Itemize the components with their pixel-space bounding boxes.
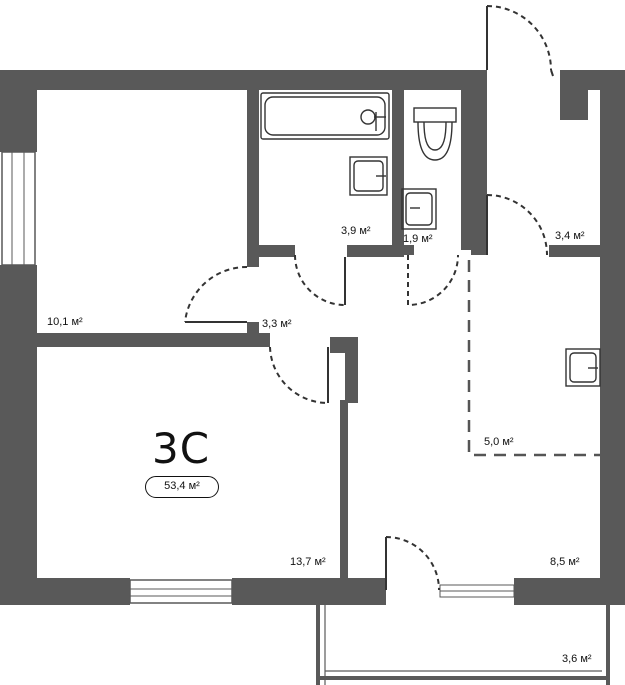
toilet-sink-icon <box>401 188 437 230</box>
room-label-room-1: 10,1 м² <box>47 316 83 328</box>
wall-bottom-mid <box>232 578 384 605</box>
door-room1-arc <box>184 265 248 323</box>
bathtub-icon <box>260 92 390 140</box>
room-label-room-2: 13,7 м² <box>290 556 326 568</box>
window-bottom <box>129 579 233 604</box>
wall-bathroom-bottom-l <box>247 245 295 257</box>
room-label-entry-hall: 3,4 м² <box>555 230 585 242</box>
wall-entry-bottom <box>549 245 600 257</box>
kitchen-sink-icon <box>565 348 601 387</box>
wall-room1-right-stub <box>247 322 259 340</box>
total-area-badge: 53,4 м² <box>145 476 219 498</box>
walls <box>0 70 625 605</box>
toilet-icon <box>413 107 457 123</box>
doors <box>184 5 554 591</box>
window-right <box>618 329 625 391</box>
door-room2-arc <box>269 346 329 404</box>
door-toilet-arc <box>407 254 459 307</box>
room-label-corridor: 3,3 м² <box>262 318 292 330</box>
room-label-bathroom: 3,9 м² <box>341 225 371 237</box>
wall-room2-right-col <box>345 337 358 403</box>
wall-bottom-right <box>514 578 625 605</box>
door-bathroom-arc <box>294 254 346 306</box>
wall-top-corner <box>560 70 588 120</box>
door-entrance-arc <box>486 5 552 71</box>
wall-bathroom-bottom-r <box>347 245 404 257</box>
wall-room2-right-lower <box>340 400 348 605</box>
windows <box>1 151 625 604</box>
balcony-outline <box>316 605 610 685</box>
window-left <box>1 151 36 266</box>
room-label-kitchen-zone: 5,0 м² <box>484 436 514 448</box>
wall-top-left <box>0 70 487 90</box>
door-balcony-arc <box>385 536 440 591</box>
wall-toilet-right <box>461 90 471 250</box>
wall-bottom-door-post <box>378 578 386 605</box>
room-label-toilet: 1,9 м² <box>403 233 433 245</box>
wall-room1-bottom <box>37 333 270 347</box>
wall-left-upper <box>0 70 37 152</box>
door-corridor-arc <box>486 194 548 256</box>
unit-code: 3С <box>152 424 211 473</box>
wall-right <box>600 70 625 605</box>
fixtures <box>260 92 601 387</box>
room-label-kitchen-living: 8,5 м² <box>550 556 580 568</box>
wall-toilet-bottom <box>404 245 414 255</box>
room-label-balcony: 3,6 м² <box>562 653 592 665</box>
wall-bath-toilet <box>392 90 404 255</box>
bathroom-sink-icon <box>349 156 388 196</box>
wall-left-lower <box>0 265 37 605</box>
wall-room1-right <box>247 90 259 267</box>
kitchen-zone-boundary <box>467 260 600 457</box>
wall-entry-column <box>471 90 487 255</box>
wall-bottom-left <box>0 578 130 605</box>
